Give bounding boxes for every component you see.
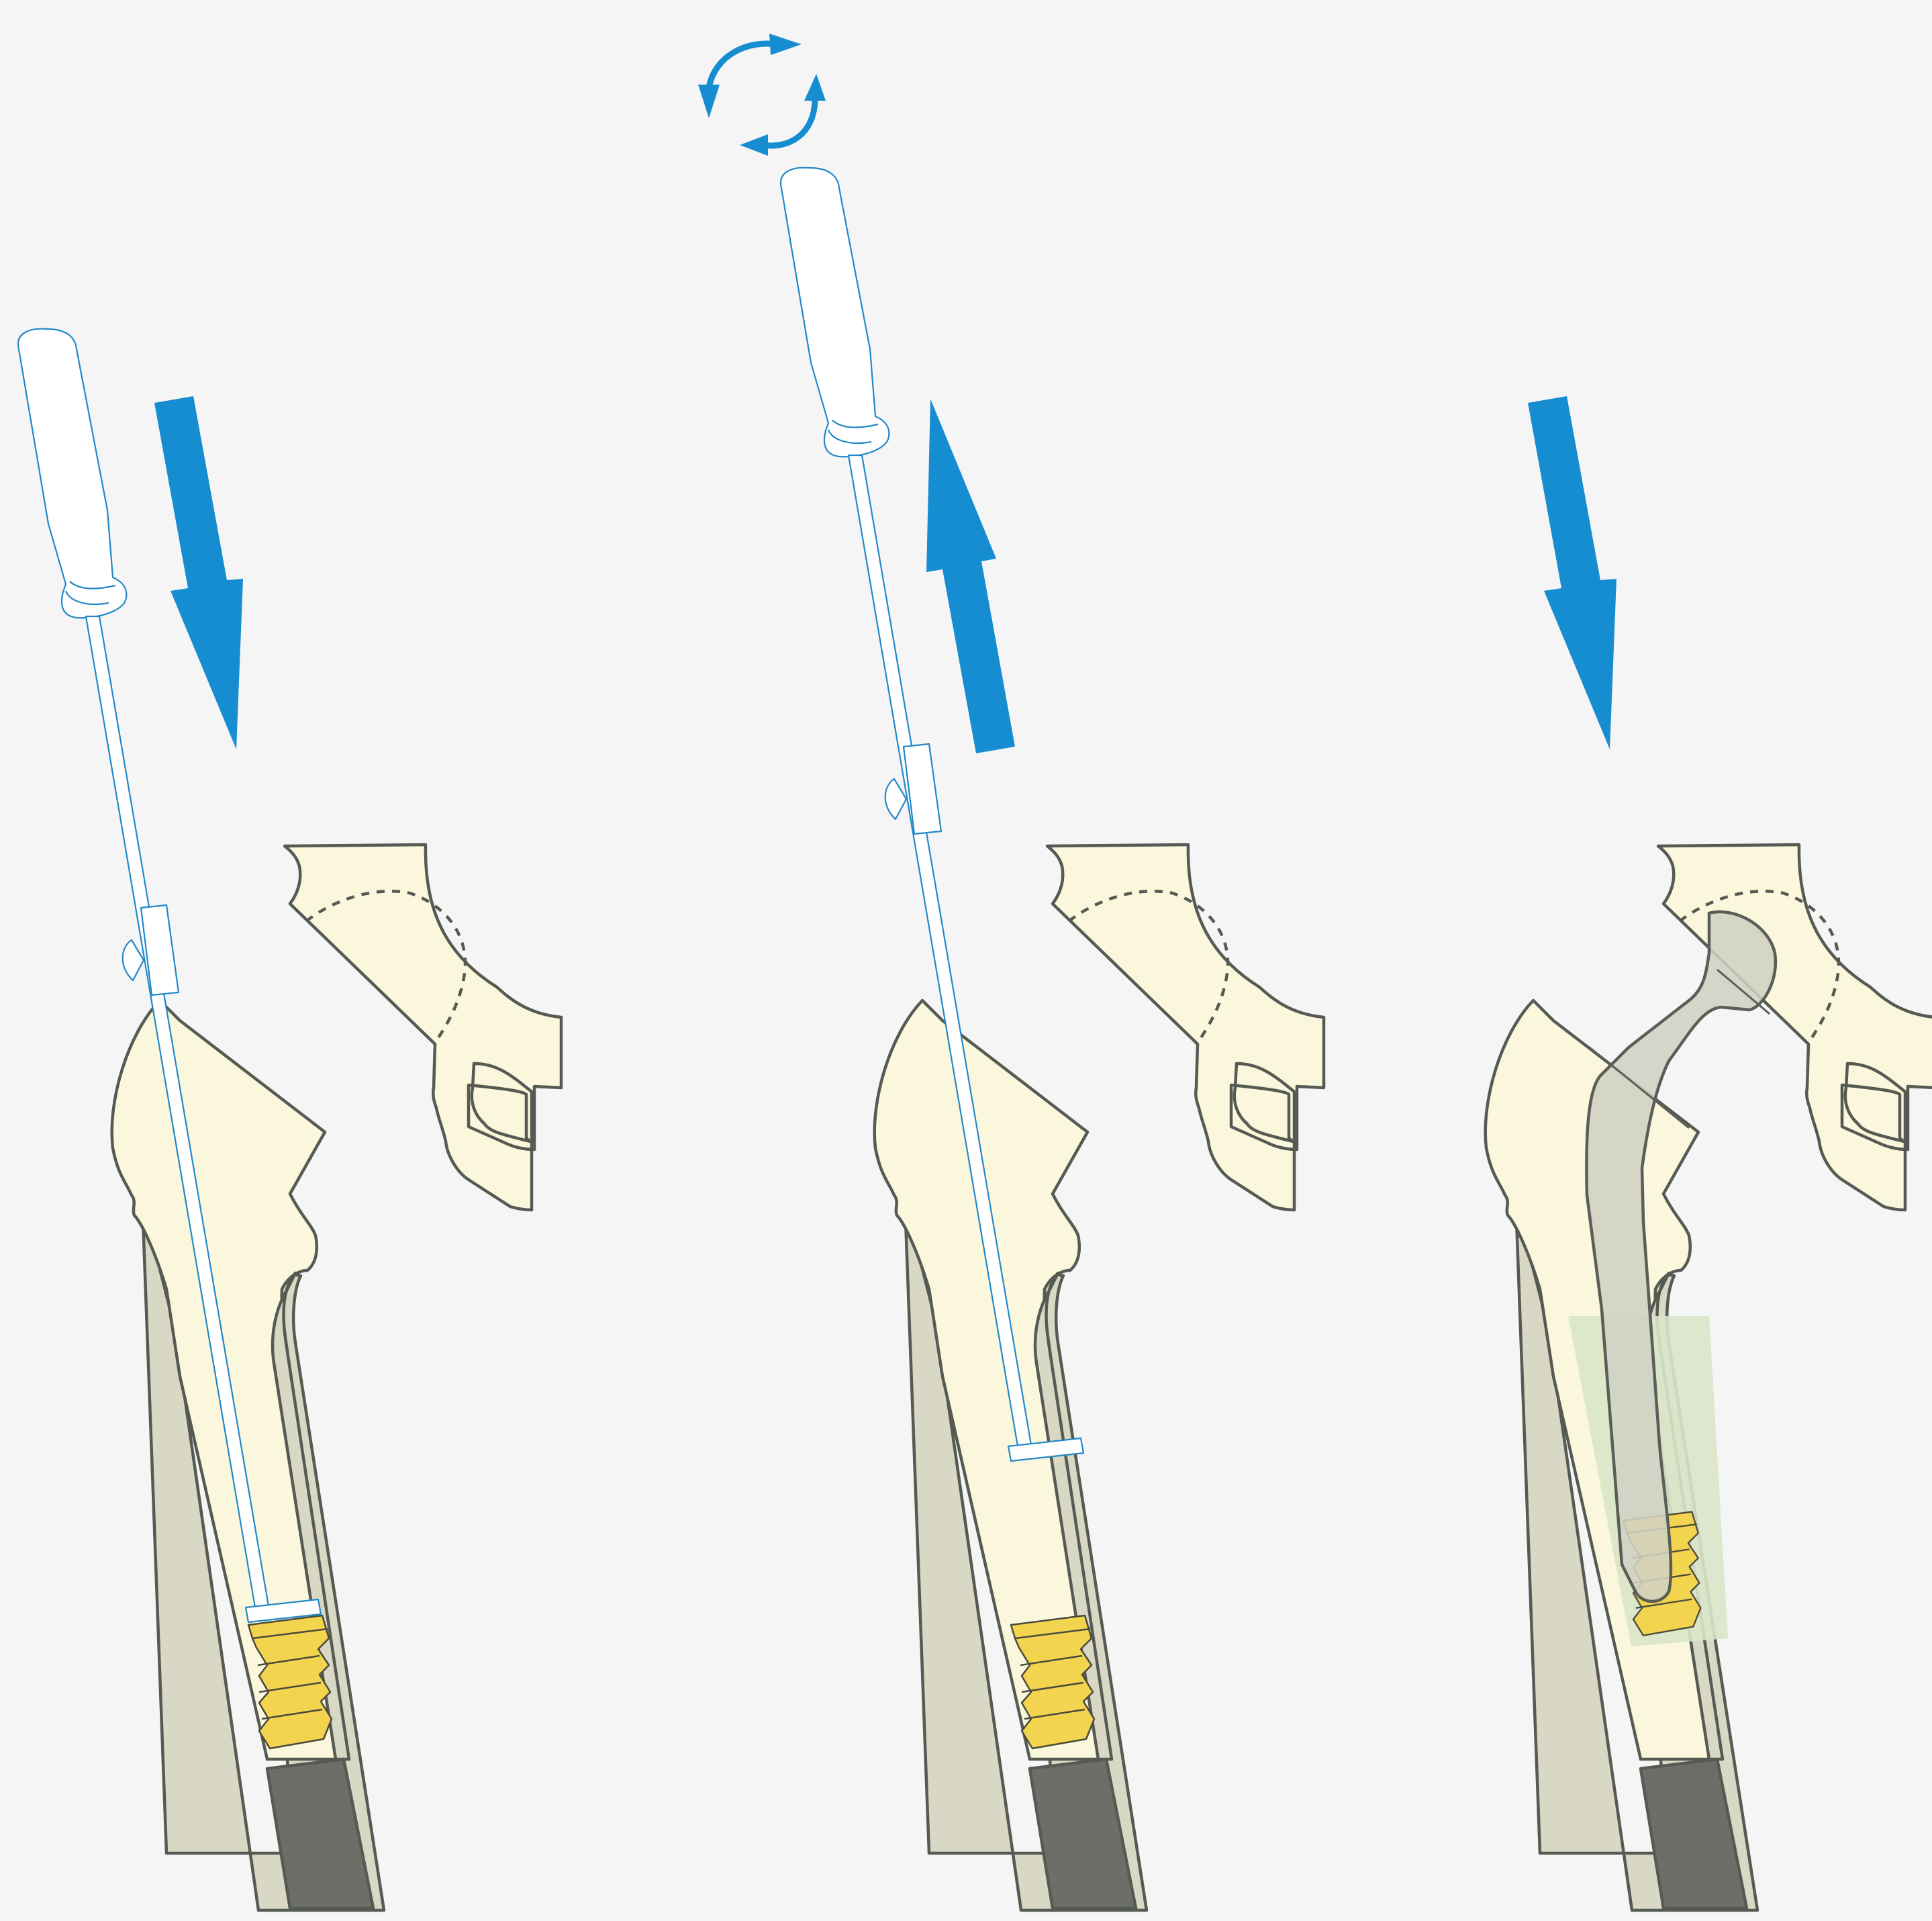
up-arrow-icon bbox=[926, 399, 1015, 753]
femur bbox=[112, 1000, 384, 1910]
down-arrow-icon bbox=[1528, 396, 1616, 749]
pelvis bbox=[1047, 845, 1324, 1210]
down-arrow-icon bbox=[154, 396, 243, 749]
pelvis bbox=[1658, 845, 1932, 1210]
rotate-icon bbox=[698, 34, 826, 156]
panel-insert bbox=[18, 329, 561, 1910]
panel-remove bbox=[698, 34, 1324, 1910]
panel-stem bbox=[1486, 396, 1932, 1910]
pelvis bbox=[285, 845, 561, 1210]
